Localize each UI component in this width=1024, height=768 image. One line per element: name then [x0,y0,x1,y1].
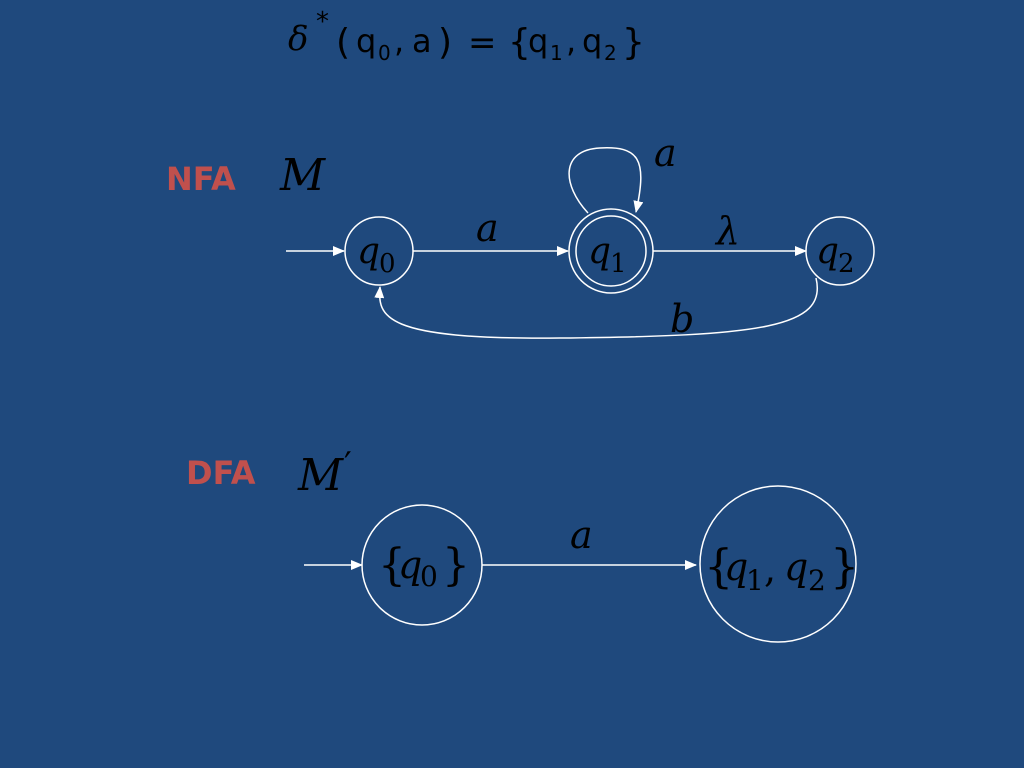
nfa-state-q0-sub: 0 [379,249,396,279]
dfa-state-q0: { q 0 } [361,504,483,626]
dfa-state-q0-name: q [398,543,422,587]
formula-arg-symbol: a [412,22,432,60]
nfa-section: NFA M q 0 a q 1 a λ q 2 [166,131,875,341]
dfa-state-q0-open-brace: { [378,540,406,591]
formula-arg-state: q [356,22,376,60]
dfa-edge-q0-q1q2-label: a [570,513,593,557]
formula-open-paren: ( [336,22,350,63]
formula-close-paren: ) [438,22,452,63]
nfa-state-q2-name: q [816,231,839,272]
dfa-machine-name: M [297,450,344,501]
nfa-edge-q1-self-loop-label: a [654,131,677,175]
nfa-state-q1-inner-circle [575,215,647,287]
formula-result-state-1: q [528,22,548,60]
nfa-edge-q1-q2-label: λ [714,209,740,253]
formula-set-open: { [508,22,531,63]
dfa-section: DFA M ′ { q 0 } a { q 1 , q 2 } [186,445,859,643]
dfa-state-q1q2-name-1: q [724,545,748,589]
formula-result-state-2: q [582,22,602,60]
dfa-state-q0-sub: 0 [420,560,438,593]
nfa-edge-q1-self-loop [568,147,644,214]
dfa-state-q1q2-sub-1: 1 [746,564,764,597]
formula-comma-1: , [394,22,404,60]
formula-result-state-2-sub: 2 [604,41,617,65]
formula-arg-state-sub: 0 [378,41,391,65]
transition-formula: δ * ( q 0 , a ) = { q 1 , q 2 } [288,7,645,65]
formula-star: * [316,7,329,37]
dfa-state-q1q2-circle [699,485,857,643]
dfa-state-q1q2-open-brace: { [704,539,733,593]
nfa-state-q2-sub: 2 [838,249,855,279]
dfa-state-q0-close-brace: } [442,540,470,591]
nfa-state-q0: q 0 [344,216,414,286]
formula-comma-2: , [566,22,576,60]
nfa-edge-q2-q0 [374,277,818,339]
nfa-machine-name: M [279,150,326,201]
nfa-state-q1-name: q [588,231,611,272]
formula-result-state-1-sub: 1 [550,41,563,65]
nfa-state-q1-sub: 1 [610,249,627,279]
dfa-label: DFA [186,454,256,492]
dfa-state-q1q2-separator: , [764,547,776,591]
dfa-machine-prime: ′ [344,445,352,485]
dfa-state-q1q2-close-brace: } [830,539,859,593]
formula-delta: δ [288,19,308,59]
formula-equals: = [468,23,497,63]
dfa-state-q1q2-sub-2: 2 [808,564,826,597]
nfa-edge-q2-q0-label: b [670,297,694,341]
nfa-edge-q0-q1-label: a [476,206,499,250]
nfa-label: NFA [166,160,236,198]
nfa-state-q1: q 1 [568,208,654,294]
formula-set-close: } [622,22,645,63]
nfa-state-q2: q 2 [805,216,875,286]
dfa-state-q1q2: { q 1 , q 2 } [699,485,859,643]
nfa-state-q0-name: q [357,231,380,272]
nfa-state-q2-circle [805,216,875,286]
dfa-state-q1q2-name-2: q [784,545,808,589]
